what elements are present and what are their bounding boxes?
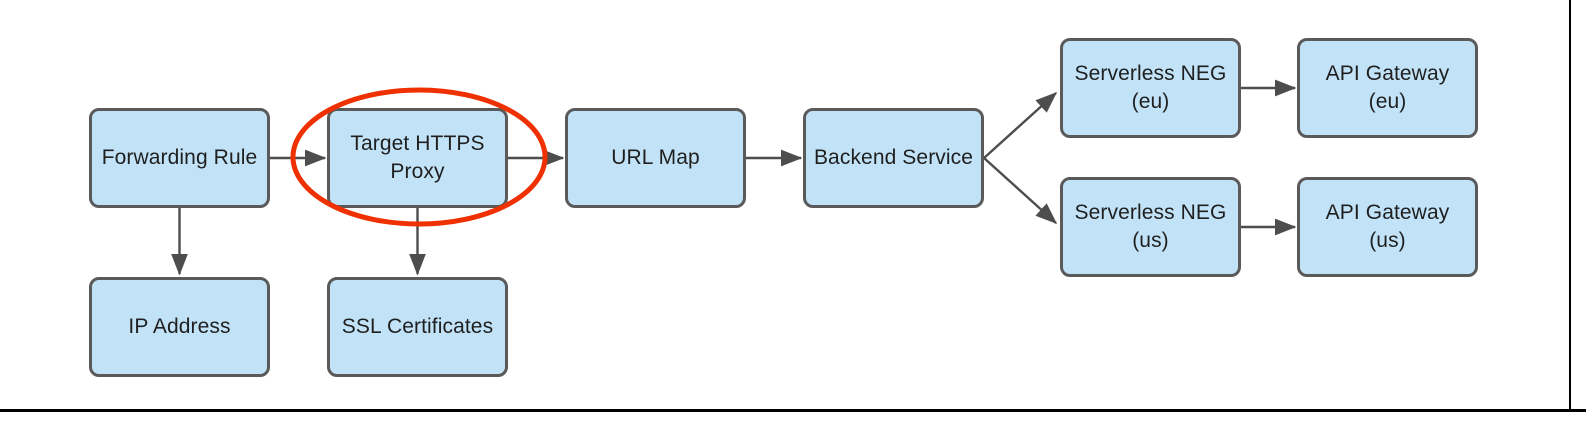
node-url-map-label: URL Map [611, 146, 700, 170]
node-api-gateway-eu-label: API Gateway (eu) [1325, 62, 1450, 113]
node-serverless-neg-us[interactable]: Serverless NEG (us) [1060, 177, 1241, 277]
node-api-gateway-us-label: API Gateway (us) [1325, 201, 1450, 252]
edge-backend-service-to-serverless-neg-eu [983, 92, 1058, 159]
frame-right-rule [1569, 0, 1571, 410]
node-backend-service-label: Backend Service [813, 146, 974, 170]
node-ip-address-label: IP Address [128, 315, 231, 339]
node-ssl-certificates[interactable]: SSL Certificates [327, 277, 508, 377]
node-serverless-neg-eu[interactable]: Serverless NEG (eu) [1060, 38, 1241, 138]
node-ssl-certificates-label: SSL Certificates [341, 315, 494, 339]
node-forwarding-rule-label: Forwarding Rule [101, 146, 258, 170]
node-api-gateway-us[interactable]: API Gateway (us) [1297, 177, 1478, 277]
node-ip-address[interactable]: IP Address [89, 277, 270, 377]
node-target-https-proxy[interactable]: Target HTTPS Proxy [327, 108, 508, 208]
node-forwarding-rule[interactable]: Forwarding Rule [89, 108, 270, 208]
node-url-map[interactable]: URL Map [565, 108, 746, 208]
node-serverless-neg-eu-label: Serverless NEG (eu) [1074, 62, 1227, 113]
edge-backend-service-to-serverless-neg-us [983, 157, 1058, 224]
node-target-https-proxy-label: Target HTTPS Proxy [350, 132, 485, 183]
frame-bottom-rule [0, 409, 1586, 412]
node-backend-service[interactable]: Backend Service [803, 108, 984, 208]
node-serverless-neg-us-label: Serverless NEG (us) [1074, 201, 1227, 252]
node-api-gateway-eu[interactable]: API Gateway (eu) [1297, 38, 1478, 138]
